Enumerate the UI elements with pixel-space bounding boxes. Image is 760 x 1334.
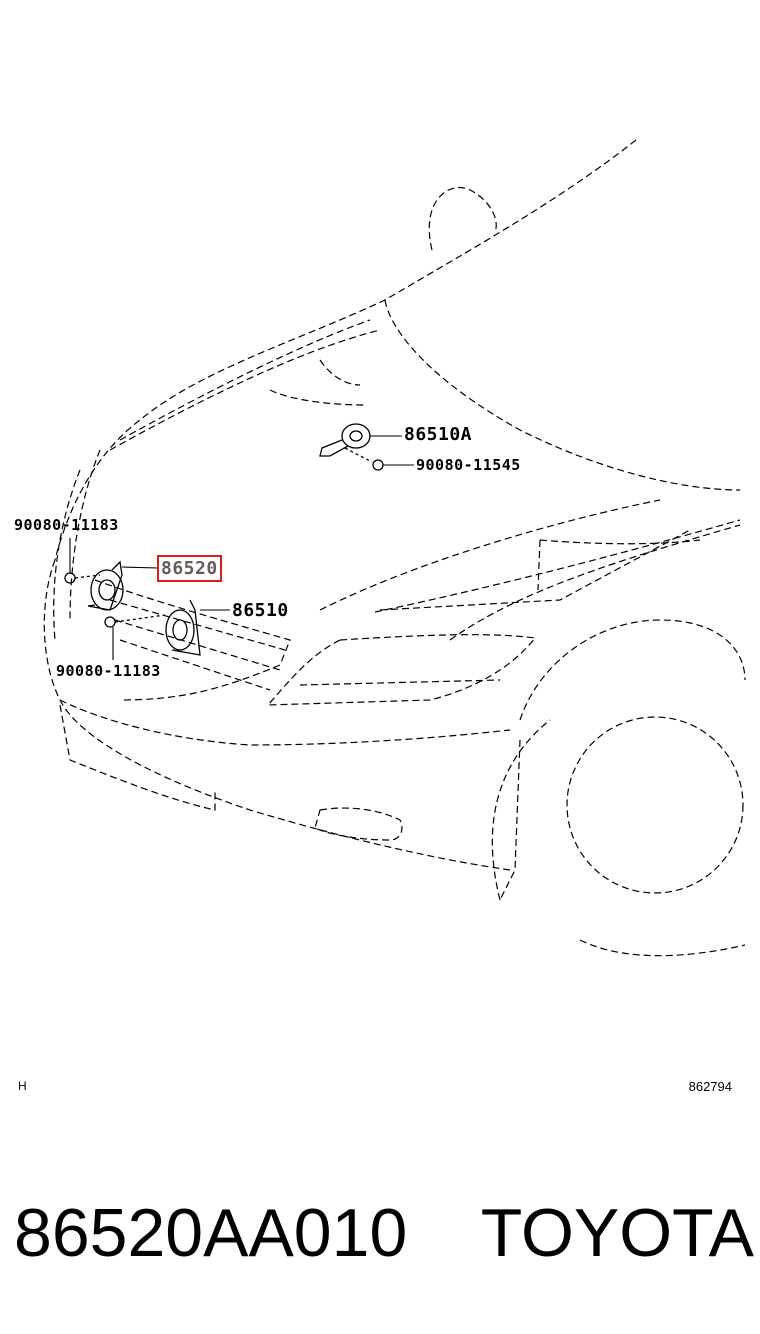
leader-lines bbox=[69, 435, 414, 660]
part-number: 86520AA010 bbox=[14, 1195, 408, 1271]
callout-90080-11183-lower: 90080-11183 bbox=[56, 662, 161, 680]
brand-name: TOYOTA bbox=[480, 1195, 754, 1271]
callout-90080-11545: 90080-11545 bbox=[416, 456, 521, 474]
callout-90080-11183-upper: 90080-11183 bbox=[14, 516, 119, 534]
callout-86510A: 86510A bbox=[404, 424, 473, 445]
callout-86520-highlighted: 86520 bbox=[157, 555, 222, 582]
horn-86520-icon bbox=[64, 560, 124, 611]
caption-bar: 86520AA010 TOYOTA bbox=[14, 1188, 754, 1278]
callout-86510: 86510 bbox=[232, 600, 289, 621]
horn-86510-icon bbox=[104, 599, 201, 656]
horn-86510A-icon bbox=[319, 423, 384, 471]
diagram-number: 862794 bbox=[688, 1079, 732, 1094]
vehicle-outline bbox=[43, 139, 746, 957]
corner-label-left: H bbox=[18, 1079, 27, 1093]
parts-diagram bbox=[43, 139, 746, 957]
